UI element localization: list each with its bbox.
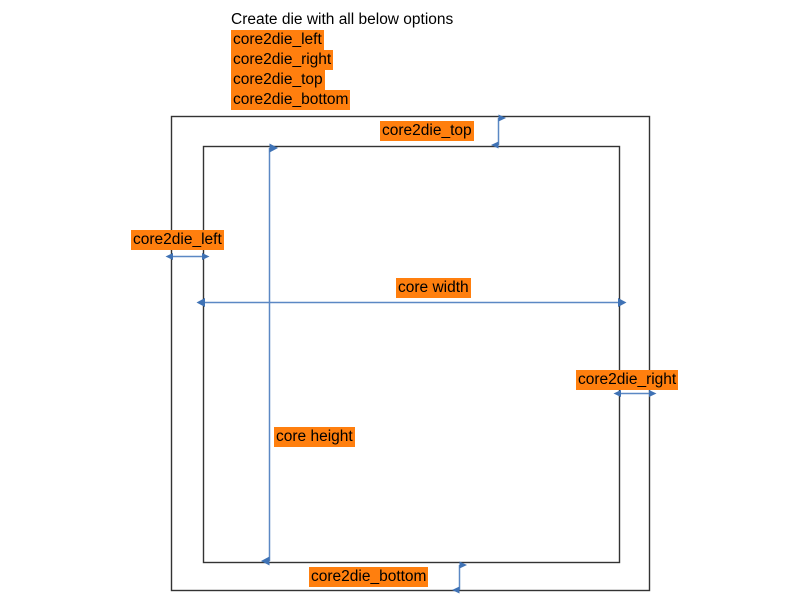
core2die-right-label: core2die_right [576, 370, 679, 390]
option-item-core2die-top: core2die_top [231, 70, 325, 90]
core-height-label-wrap: core height [274, 427, 355, 447]
core2die-bottom-label-wrap: core2die_bottom [309, 567, 429, 587]
option-item-core2die-left: core2die_left [231, 30, 324, 50]
option-label: core2die_right [231, 50, 334, 70]
core-width-label-wrap: core width [396, 278, 471, 298]
core2die-top-label-wrap: core2die_top [380, 121, 474, 141]
core-rectangle [202, 145, 621, 564]
option-item-core2die-right: core2die_right [231, 50, 334, 70]
core-height-label: core height [274, 427, 355, 447]
die-rectangle [170, 115, 651, 592]
option-item-core2die-bottom: core2die_bottom [231, 90, 351, 110]
core2die-bottom-label: core2die_bottom [309, 567, 429, 587]
option-label: core2die_bottom [231, 90, 351, 110]
diagram-title: Create die with all below options [231, 11, 454, 28]
option-label: core2die_left [231, 30, 324, 50]
core2die-left-label: core2die_left [131, 230, 224, 250]
core2die-right-label-wrap: core2die_right [576, 370, 679, 390]
core2die-left-label-wrap: core2die_left [131, 230, 224, 250]
core-width-label: core width [396, 278, 471, 298]
option-label: core2die_top [231, 70, 325, 90]
core2die-top-label: core2die_top [380, 121, 474, 141]
